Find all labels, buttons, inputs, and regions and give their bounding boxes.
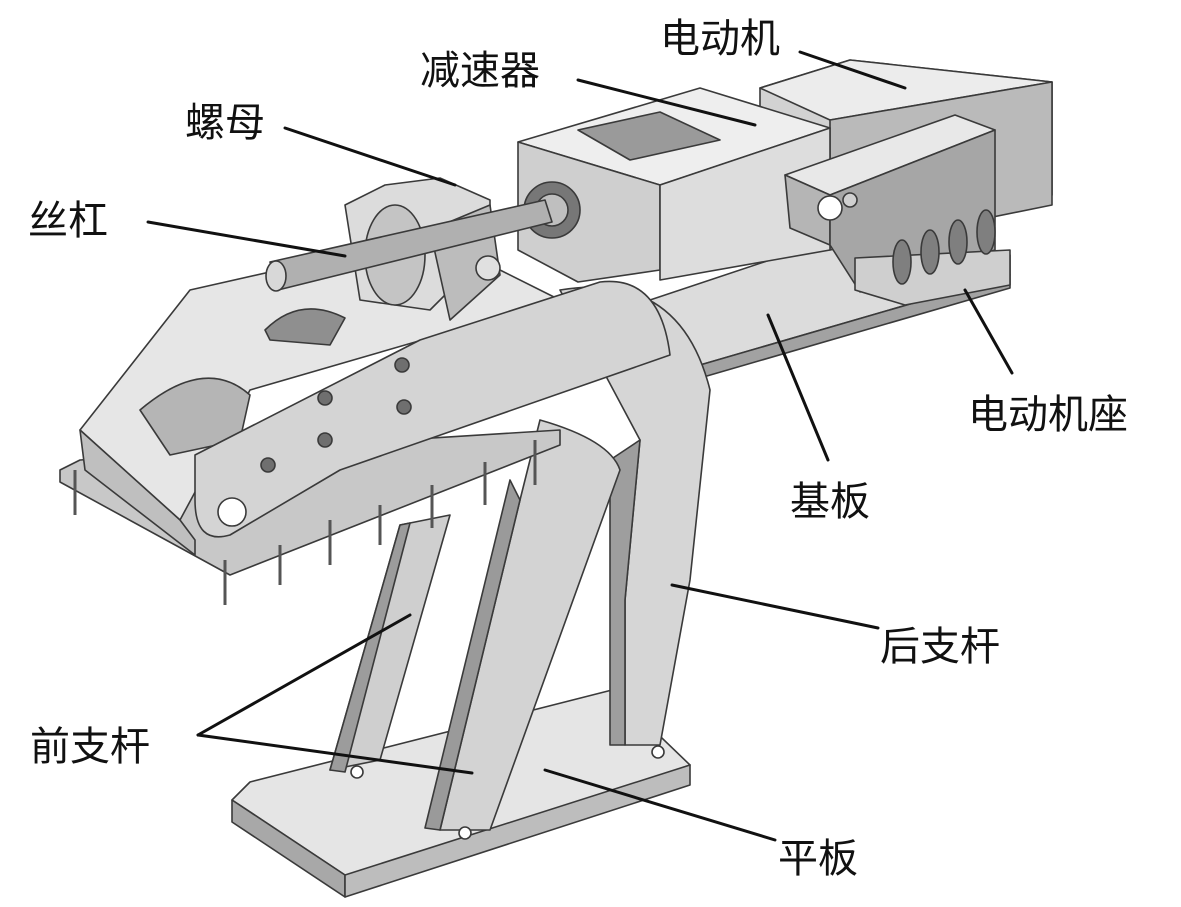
label-flat-plate: 平板: [778, 836, 858, 882]
rear-strut: [559, 286, 711, 759]
leader-motor: [798, 50, 907, 90]
front-strut-middle: [424, 419, 621, 840]
leader-reducer: [576, 78, 757, 127]
leader-base-plate: [766, 313, 830, 462]
label-lead-screw: 丝杠: [28, 198, 108, 244]
reducer: [517, 87, 831, 283]
leader-rear-strut: [670, 583, 880, 630]
label-nut: 螺母: [185, 100, 265, 146]
label-motor: 电动机: [660, 16, 780, 62]
part-labels: 电动机 减速器 螺母 丝杠 电动机座 基板 后支杆 前支杆 平板: [28, 16, 1128, 882]
label-rear-strut: 后支杆: [880, 624, 1000, 670]
leader-front-strut-a: [196, 613, 412, 737]
leader-lead-screw: [146, 220, 347, 258]
label-reducer: 减速器: [420, 48, 540, 94]
motor-seat: [784, 114, 1011, 306]
leader-nut: [283, 126, 457, 187]
leader-motor-seat: [963, 288, 1014, 375]
label-motor-seat: 电动机座: [968, 392, 1128, 438]
label-front-strut: 前支杆: [30, 724, 150, 770]
leader-front-strut-b: [196, 733, 474, 775]
leader-lines: [146, 50, 1014, 842]
leader-flat-plate: [543, 768, 777, 842]
main-body: [59, 237, 671, 605]
lead-screw: [265, 199, 553, 292]
label-base-plate: 基板: [790, 479, 870, 525]
